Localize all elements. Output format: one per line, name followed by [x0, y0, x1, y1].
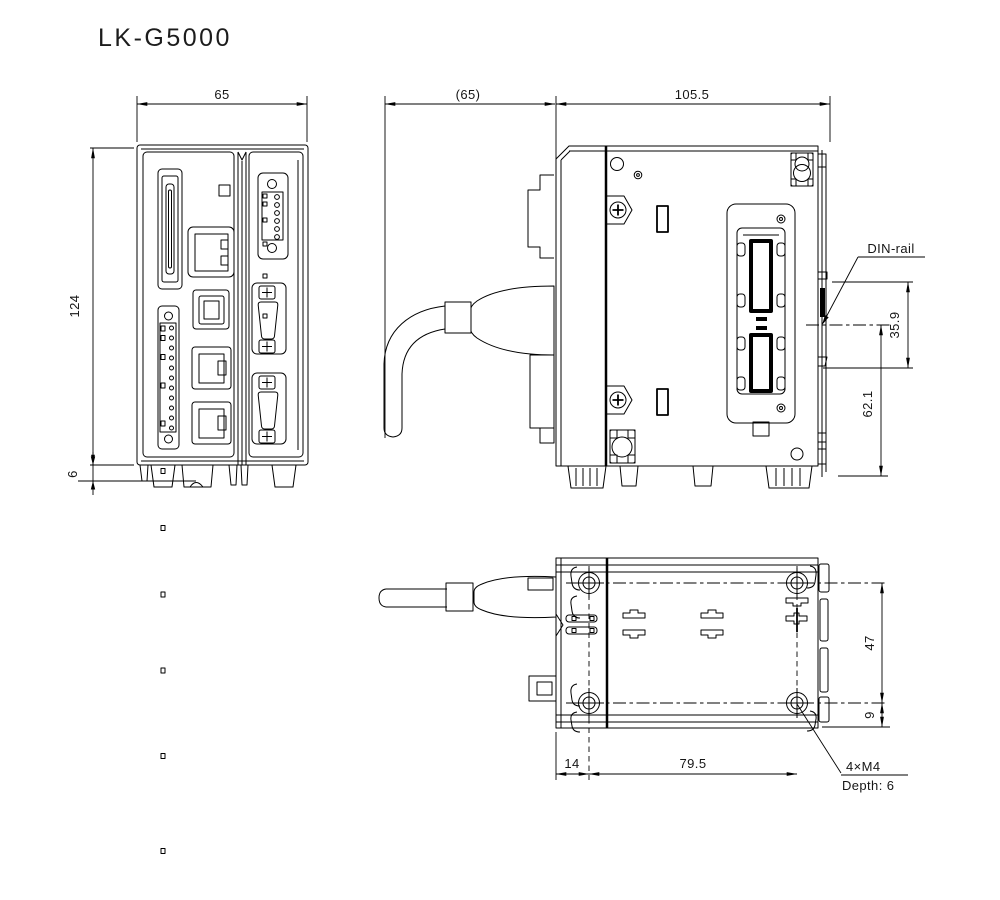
- dim-text-front-width: 65: [214, 87, 229, 102]
- corner-hole: [610, 157, 624, 171]
- vent-slot: [656, 388, 669, 416]
- front-feet: [139, 464, 297, 488]
- bottom-view: 14 79.5 47 9 4×M4 Depth: 6: [378, 557, 908, 793]
- mounting-hole-br: [782, 688, 817, 732]
- dim-text-side-depth: 105.5: [675, 87, 710, 102]
- din-latch-bottom: [609, 429, 636, 464]
- terminal-pins: [169, 325, 174, 431]
- front-body: [136, 144, 309, 466]
- expansion-port-1: [191, 346, 232, 390]
- dim-text-side-ref: (65): [456, 87, 481, 102]
- vent-slot: [656, 205, 669, 233]
- mounting-hole-bl: [570, 683, 604, 733]
- dim-text-din-bottom: 62.1: [860, 391, 875, 418]
- expansion-port-2: [191, 401, 232, 445]
- dim-front-foot: 6: [65, 452, 196, 495]
- dim-text-hole-span: 79.5: [680, 756, 707, 771]
- dim-text-front-height: 124: [67, 295, 82, 318]
- dim-din-offset: 35.9: [823, 281, 913, 369]
- mount-depth-text: Depth: 6: [842, 778, 894, 793]
- connector-slot-top: [749, 239, 773, 313]
- mount-thread-text: 4×M4: [846, 759, 880, 774]
- usb-b-port: [192, 289, 230, 330]
- din-rail-text: DIN-rail: [867, 241, 914, 256]
- card-slot: [157, 168, 183, 290]
- bottom-body: [555, 557, 819, 729]
- dsub-port-1: [251, 282, 287, 355]
- dim-hole-span-v: 47: [862, 582, 884, 704]
- connector-slot-bottom: [749, 333, 773, 393]
- side-connector-top: [527, 174, 554, 259]
- strain-relief-bottom: [445, 582, 474, 612]
- callout-mount: 4×M4 Depth: 6: [796, 703, 908, 793]
- cable-end-bottom: [378, 588, 387, 608]
- dim-hole-span: 79.5: [588, 756, 798, 776]
- din-rail-label: DIN-rail: [822, 241, 925, 325]
- power-terminal: [257, 172, 289, 319]
- drawing-title: LK-G5000: [98, 24, 232, 52]
- v-notch: [237, 151, 247, 161]
- dim-text-front-foot: 6: [65, 470, 80, 478]
- dim-text-hole-offset: 14: [564, 756, 579, 771]
- cable-assembly: [383, 285, 555, 444]
- cable-end: [383, 427, 403, 438]
- din-connector-panel: [726, 203, 796, 437]
- side-feet: [567, 465, 813, 489]
- din-rail-plate: [817, 150, 828, 477]
- panel-tab: [752, 421, 770, 437]
- dim-side-ref-depth: (65): [384, 87, 556, 438]
- latch-slots: [555, 613, 598, 637]
- dim-text-hole-edge: 9: [862, 711, 877, 719]
- led-indicator: [218, 184, 231, 197]
- dim-hole-offset: 14: [555, 732, 590, 780]
- dim-side-depth: 105.5: [555, 87, 831, 168]
- side-view: DIN-rail (65) 105.5 35.9 62.1: [383, 87, 925, 489]
- side-body: [555, 145, 819, 467]
- strain-relief: [444, 301, 472, 334]
- dim-din-bottom: 62.1: [838, 324, 888, 477]
- panel-screw-bottom: [606, 385, 633, 415]
- din-clamp-top: [790, 152, 814, 187]
- din-hooks-right: [818, 563, 830, 723]
- panel-screw-top: [606, 195, 633, 225]
- io-terminal: [157, 305, 180, 854]
- dsub-port-2: [251, 372, 287, 445]
- dim-hole-edge: 9: [822, 702, 890, 728]
- dim-front-width: 65: [136, 87, 308, 142]
- dim-text-hole-span-v: 47: [862, 635, 877, 650]
- dim-text-din-offset: 35.9: [887, 312, 902, 339]
- dim-front-height: 124: [67, 147, 134, 466]
- mounting-hole-tl: [570, 566, 604, 619]
- corner-hole: [790, 447, 804, 461]
- mounting-hole-tr: [782, 565, 817, 598]
- vent-tabs: [622, 597, 809, 639]
- front-view: 65 124 6: [65, 87, 309, 854]
- side-connector-bottom: [529, 354, 555, 429]
- cable-assembly-bottom: [378, 575, 557, 702]
- ethernet-port: [187, 226, 235, 278]
